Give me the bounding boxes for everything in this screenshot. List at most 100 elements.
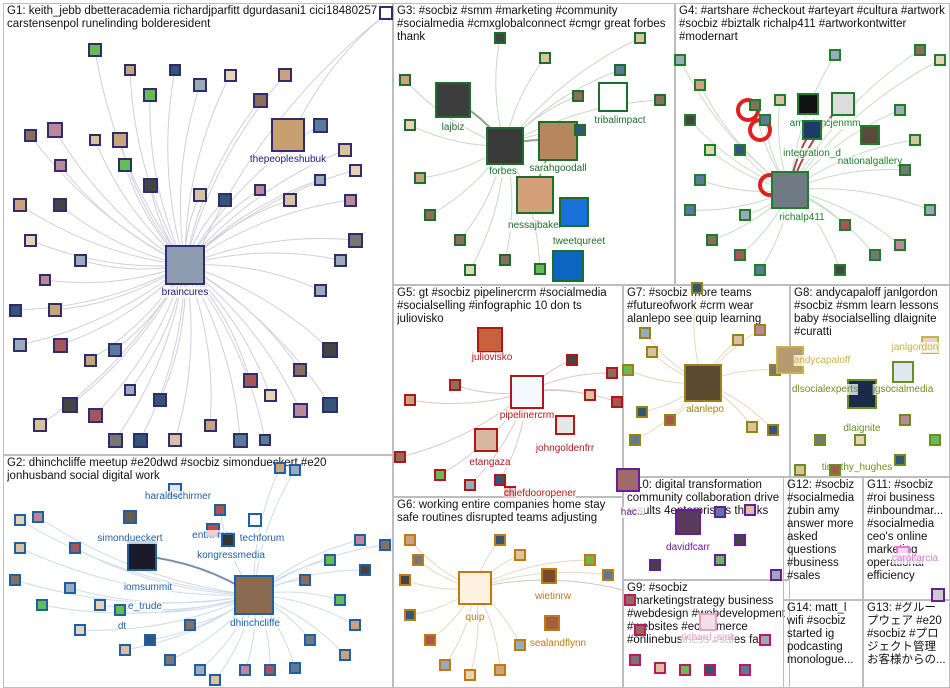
avatar[interactable] bbox=[223, 68, 237, 82]
avatar[interactable] bbox=[214, 504, 226, 516]
avatar[interactable] bbox=[732, 334, 744, 346]
avatar[interactable] bbox=[839, 219, 851, 231]
avatar[interactable] bbox=[834, 264, 846, 276]
logo-linkedin[interactable] bbox=[552, 250, 584, 282]
avatar[interactable] bbox=[118, 158, 132, 172]
avatar[interactable] bbox=[252, 92, 268, 108]
avatar[interactable] bbox=[734, 249, 746, 261]
avatar[interactable] bbox=[464, 669, 476, 681]
avatar[interactable] bbox=[278, 68, 292, 82]
avatar-cjenmm[interactable] bbox=[831, 92, 855, 116]
avatar[interactable] bbox=[313, 283, 327, 297]
avatar[interactable] bbox=[39, 274, 51, 286]
avatar[interactable] bbox=[239, 664, 251, 676]
avatar[interactable] bbox=[704, 664, 716, 676]
avatar-nessajbaker[interactable] bbox=[516, 176, 554, 214]
avatar[interactable] bbox=[759, 114, 771, 126]
avatar-amorten[interactable] bbox=[797, 93, 819, 115]
avatar[interactable] bbox=[193, 78, 207, 92]
avatar[interactable] bbox=[348, 163, 362, 177]
avatar[interactable] bbox=[132, 432, 148, 448]
avatar[interactable] bbox=[304, 634, 316, 646]
avatar[interactable] bbox=[464, 479, 476, 491]
avatar[interactable] bbox=[283, 193, 297, 207]
avatar[interactable] bbox=[324, 554, 336, 566]
avatar[interactable] bbox=[829, 464, 841, 476]
avatar[interactable] bbox=[164, 654, 176, 666]
avatar[interactable] bbox=[399, 74, 411, 86]
avatar[interactable] bbox=[759, 634, 771, 646]
avatar[interactable] bbox=[584, 554, 596, 566]
avatar[interactable] bbox=[434, 469, 446, 481]
avatar[interactable] bbox=[32, 511, 44, 523]
avatar[interactable] bbox=[814, 434, 826, 446]
avatar[interactable] bbox=[449, 379, 461, 391]
avatar[interactable] bbox=[412, 554, 424, 566]
avatar[interactable] bbox=[404, 609, 416, 621]
avatar-johngoldenfrr[interactable] bbox=[555, 415, 575, 435]
avatar[interactable] bbox=[899, 414, 911, 426]
avatar-richalp411[interactable] bbox=[771, 171, 809, 209]
avatar[interactable] bbox=[679, 664, 691, 676]
logo-quip[interactable] bbox=[458, 571, 492, 605]
avatar[interactable] bbox=[929, 434, 941, 446]
avatar[interactable] bbox=[13, 338, 27, 352]
avatar[interactable] bbox=[33, 418, 47, 432]
avatar[interactable] bbox=[616, 468, 640, 492]
avatar[interactable] bbox=[73, 253, 87, 267]
avatar[interactable] bbox=[242, 372, 258, 388]
avatar[interactable] bbox=[114, 604, 126, 616]
avatar[interactable] bbox=[312, 117, 328, 133]
avatar[interactable] bbox=[274, 462, 286, 474]
avatar[interactable] bbox=[334, 594, 346, 606]
avatar[interactable] bbox=[454, 234, 466, 246]
avatar[interactable] bbox=[9, 574, 21, 586]
avatar[interactable] bbox=[714, 554, 726, 566]
avatar[interactable] bbox=[494, 664, 506, 676]
avatar[interactable] bbox=[107, 432, 123, 448]
avatar-etangaza[interactable] bbox=[474, 428, 498, 452]
avatar[interactable] bbox=[89, 134, 101, 146]
avatar[interactable] bbox=[924, 204, 936, 216]
avatar[interactable] bbox=[108, 343, 122, 357]
avatar[interactable] bbox=[8, 303, 22, 317]
avatar[interactable] bbox=[494, 32, 506, 44]
avatar[interactable] bbox=[767, 424, 779, 436]
avatar[interactable] bbox=[739, 664, 751, 676]
avatar[interactable] bbox=[112, 132, 128, 148]
avatar[interactable] bbox=[894, 104, 906, 116]
avatar[interactable] bbox=[869, 249, 881, 261]
avatar[interactable] bbox=[119, 644, 131, 656]
avatar[interactable] bbox=[514, 549, 526, 561]
avatar[interactable] bbox=[218, 193, 232, 207]
avatar[interactable] bbox=[123, 510, 137, 524]
avatar[interactable] bbox=[264, 664, 276, 676]
avatar[interactable] bbox=[153, 393, 167, 407]
avatar[interactable] bbox=[259, 434, 271, 446]
avatar[interactable] bbox=[611, 396, 623, 408]
avatar[interactable] bbox=[514, 639, 526, 651]
avatar[interactable] bbox=[649, 559, 661, 571]
avatar[interactable] bbox=[684, 204, 696, 216]
avatar[interactable] bbox=[87, 407, 103, 423]
avatar-sarahgoodall[interactable] bbox=[538, 121, 578, 161]
avatar[interactable] bbox=[566, 354, 578, 366]
avatar[interactable] bbox=[184, 619, 196, 631]
avatar[interactable] bbox=[53, 158, 67, 172]
avatar[interactable] bbox=[654, 662, 666, 674]
avatar[interactable] bbox=[634, 624, 646, 636]
avatar[interactable] bbox=[614, 64, 626, 76]
avatar[interactable] bbox=[754, 324, 766, 336]
avatar[interactable] bbox=[221, 533, 235, 547]
avatar[interactable] bbox=[293, 363, 307, 377]
avatar[interactable] bbox=[494, 534, 506, 546]
avatar[interactable] bbox=[23, 128, 37, 142]
avatar[interactable] bbox=[292, 402, 308, 418]
avatar[interactable] bbox=[394, 451, 406, 463]
avatar[interactable] bbox=[424, 209, 436, 221]
avatar[interactable] bbox=[602, 569, 614, 581]
logo-iomsummit[interactable] bbox=[127, 541, 157, 571]
avatar[interactable] bbox=[404, 394, 416, 406]
avatar[interactable] bbox=[714, 506, 726, 518]
avatar-lajbiz[interactable] bbox=[435, 82, 471, 118]
